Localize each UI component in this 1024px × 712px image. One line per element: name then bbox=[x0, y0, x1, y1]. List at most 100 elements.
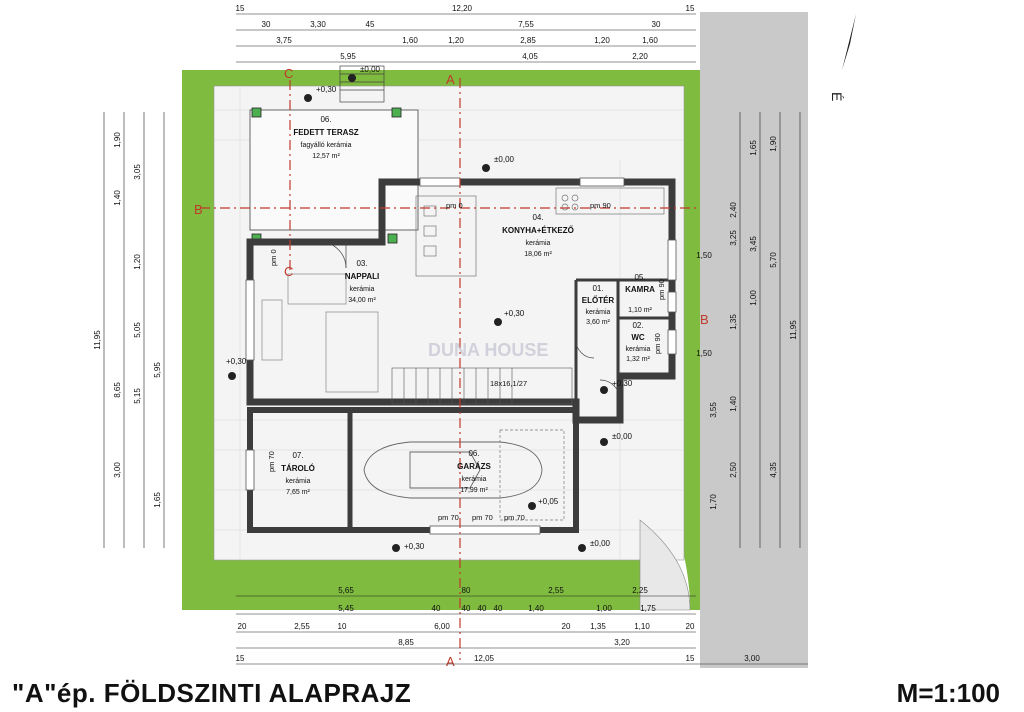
north-arrow-icon bbox=[842, 14, 856, 70]
dim: 1,40 bbox=[528, 604, 544, 613]
dim: 20 bbox=[562, 622, 571, 631]
room-name: NAPPALI bbox=[345, 272, 380, 281]
driveway-curve bbox=[639, 519, 691, 611]
dim: 40 bbox=[478, 604, 487, 613]
room-tarolo: 07. TÁROLÓ kerámia 7,65 m² bbox=[281, 451, 315, 496]
level-value: ±0,00 bbox=[360, 65, 381, 74]
parapet: pm 70 bbox=[472, 513, 493, 522]
room-area: 18,06 m² bbox=[524, 251, 552, 258]
level-marker: +0,30 bbox=[304, 85, 337, 102]
room-name: FEDETT TERASZ bbox=[293, 128, 358, 137]
room-material: kerámia bbox=[526, 240, 551, 247]
level-marker: +0,30 bbox=[494, 309, 525, 326]
dims-left: 11,95 8,65 3,00 1,65 1,90 3,05 1,40 1,20… bbox=[93, 132, 162, 508]
dim: 5,95 bbox=[153, 362, 162, 378]
room-eloter: 01. ELŐTÉR kerámia 3,60 m² bbox=[582, 284, 615, 326]
parapet: pm 0 bbox=[269, 249, 278, 266]
room-area: 17,99 m² bbox=[460, 487, 488, 494]
parapet: pm 90 bbox=[653, 333, 662, 354]
living-furniture bbox=[261, 273, 379, 393]
room-material: kerámia bbox=[586, 309, 611, 316]
dim: 30 bbox=[652, 20, 661, 29]
dim: 5,95 bbox=[340, 52, 356, 61]
dim: 2,55 bbox=[548, 586, 564, 595]
level-marker: ±0,00 bbox=[600, 432, 633, 446]
room-konyha: 04. KONYHA+ÉTKEZŐ kerámia 18,06 m² bbox=[502, 213, 574, 258]
dim: 3,45 bbox=[749, 236, 758, 252]
level-value: +0,30 bbox=[612, 379, 633, 388]
street bbox=[700, 12, 808, 668]
dim: 15 bbox=[236, 654, 245, 663]
dim: 12,20 bbox=[452, 4, 473, 13]
level-marker: ±0,00 bbox=[482, 155, 515, 172]
parapet: pm 90 bbox=[590, 201, 611, 210]
dim: 1,50 bbox=[696, 349, 712, 358]
room-name: TÁROLÓ bbox=[281, 464, 315, 473]
north-label: É bbox=[829, 92, 845, 101]
room-number: 01. bbox=[592, 284, 603, 293]
dim: 4,05 bbox=[522, 52, 538, 61]
dim: 80 bbox=[462, 586, 471, 595]
room-number: 04. bbox=[532, 213, 543, 222]
dim: 1,65 bbox=[749, 140, 758, 156]
garage-gate bbox=[499, 429, 565, 521]
dim: 10 bbox=[338, 622, 347, 631]
room-labels: 06. FEDETT TERASZ fagyálló kerámia 12,57… bbox=[281, 115, 655, 496]
title-bar: "A"ép. FÖLDSZINTI ALAPRAJZ M=1:100 bbox=[0, 668, 1024, 712]
watermark: DUNA HOUSE bbox=[428, 340, 548, 360]
parapet: pm 70 bbox=[267, 451, 276, 472]
dim: 5,70 bbox=[769, 252, 778, 268]
dim: 5,05 bbox=[133, 322, 142, 338]
level-marker: +0,30 bbox=[392, 542, 425, 552]
room-area: 34,00 m² bbox=[348, 297, 376, 304]
room-number: 03. bbox=[356, 259, 367, 268]
floor-plan: A A B B C C É 06. FEDETT TERASZ fagyálló… bbox=[93, 4, 856, 668]
drawing-scale: M=1:100 bbox=[896, 678, 1000, 708]
room-wc: 02. WC kerámia 1,32 m² bbox=[626, 321, 651, 363]
level-value: +0,30 bbox=[226, 357, 247, 366]
dim: 8,65 bbox=[113, 382, 122, 398]
room-kamra: 05. KAMRA 1,10 m² bbox=[625, 273, 655, 314]
dims-bottom: 5,65 80 2,55 2,25 5,45 40 40 40 40 1,40 … bbox=[236, 586, 761, 663]
dim: 1,60 bbox=[642, 36, 658, 45]
level-value: +0,30 bbox=[404, 542, 425, 551]
dim: 15 bbox=[236, 4, 245, 13]
section-markers: A A B B C C bbox=[194, 66, 709, 668]
covered-terrace bbox=[249, 109, 419, 231]
level-markers: ±0,00 +0,30 +0,30 ±0,00 +0,30 +0,30 ±0,0… bbox=[226, 65, 633, 552]
room-number: 06. bbox=[468, 449, 479, 458]
dim: 2,85 bbox=[520, 36, 536, 45]
parapet: pm 70 bbox=[438, 513, 459, 522]
level-value: +0,30 bbox=[316, 85, 337, 94]
section-c-mid: C bbox=[284, 264, 293, 279]
dim: 2,20 bbox=[632, 52, 648, 61]
room-nappali: 03. NAPPALI kerámia 34,00 m² bbox=[345, 259, 380, 304]
dim: 12,05 bbox=[474, 654, 495, 663]
north-arrow: É bbox=[829, 14, 856, 101]
dim: 3,55 bbox=[709, 402, 718, 418]
level-value: ±0,00 bbox=[612, 432, 633, 441]
windows bbox=[245, 177, 677, 535]
dim: 40 bbox=[494, 604, 503, 613]
dim: 2,40 bbox=[729, 202, 738, 218]
dim: 3,00 bbox=[113, 462, 122, 478]
dim: 2,55 bbox=[294, 622, 310, 631]
dim: 20 bbox=[238, 622, 247, 631]
room-number: 07. bbox=[292, 451, 303, 460]
dim: 1,20 bbox=[594, 36, 610, 45]
dim: 1,70 bbox=[709, 494, 718, 510]
level-value: ±0,00 bbox=[590, 539, 611, 548]
level-marker: ±0,00 bbox=[348, 65, 381, 82]
room-number: 05. bbox=[634, 273, 645, 282]
room-garazs: 06. GARÁZS kerámia 17,99 m² bbox=[457, 449, 491, 494]
dim: 1,75 bbox=[640, 604, 656, 613]
level-marker: ±0,00 bbox=[578, 539, 611, 552]
room-terasz: 06. FEDETT TERASZ fagyálló kerámia 12,57… bbox=[293, 115, 358, 160]
room-material: kerámia bbox=[626, 346, 651, 353]
dim: 1,50 bbox=[696, 251, 712, 260]
parapet: pm 70 bbox=[504, 513, 525, 522]
level-value: +0,05 bbox=[538, 497, 559, 506]
dim: 1,90 bbox=[113, 132, 122, 148]
dim: 1,00 bbox=[596, 604, 612, 613]
level-marker: +0,30 bbox=[600, 379, 633, 394]
